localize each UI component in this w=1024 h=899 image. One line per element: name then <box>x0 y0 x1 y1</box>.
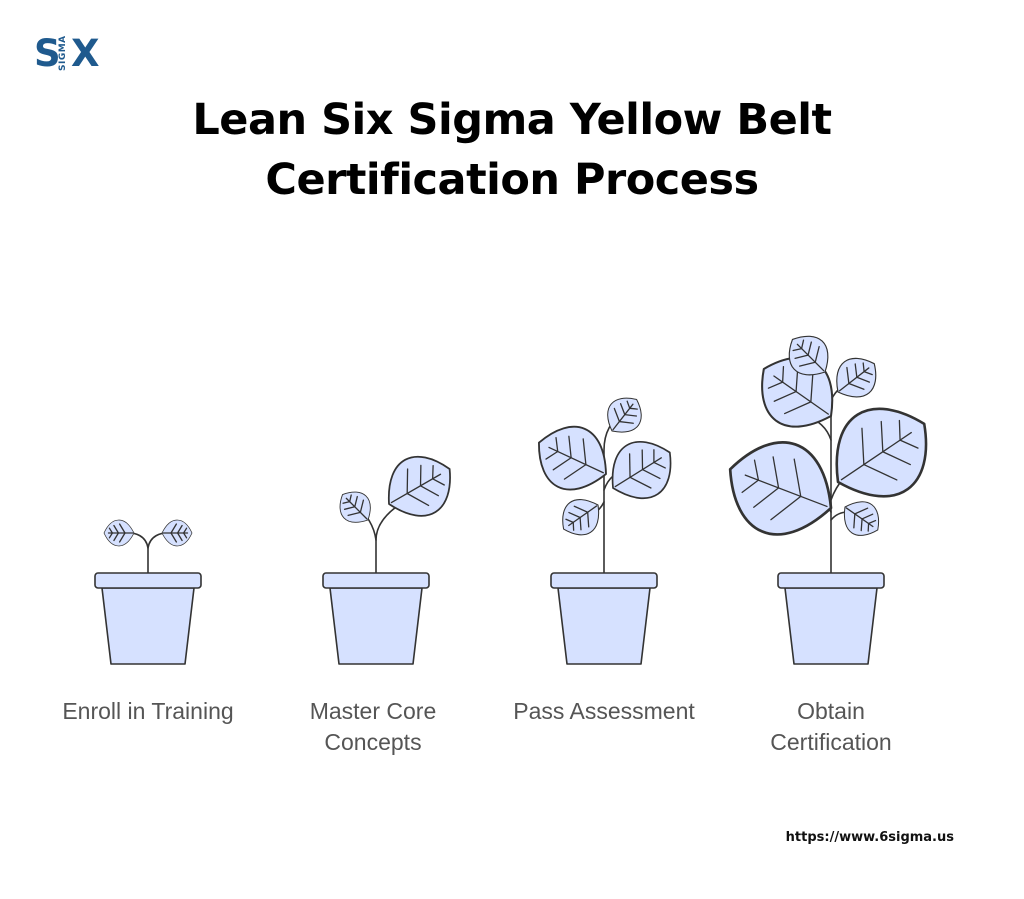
seedling-pot-icon <box>95 520 201 665</box>
young-plant-pot-icon <box>525 389 685 665</box>
step-label-enroll: Enroll in Training <box>62 698 234 724</box>
step-label-pass: Pass Assessment <box>513 698 695 724</box>
page-title: Lean Six Sigma Yellow Belt Certification… <box>192 95 832 205</box>
sprout-pot-icon <box>323 443 465 665</box>
logo-letter-x: X <box>71 32 100 75</box>
step-label-master: Master Core Concepts <box>309 698 437 755</box>
step-label-obtain: Obtain Certification <box>770 698 892 755</box>
grown-plant-pot-icon <box>713 325 949 665</box>
logo-letter-s: S <box>34 32 61 75</box>
sixsigma-logo: S SIGMA X <box>34 34 108 74</box>
footer-url[interactable]: https://www.6sigma.us <box>785 830 954 845</box>
